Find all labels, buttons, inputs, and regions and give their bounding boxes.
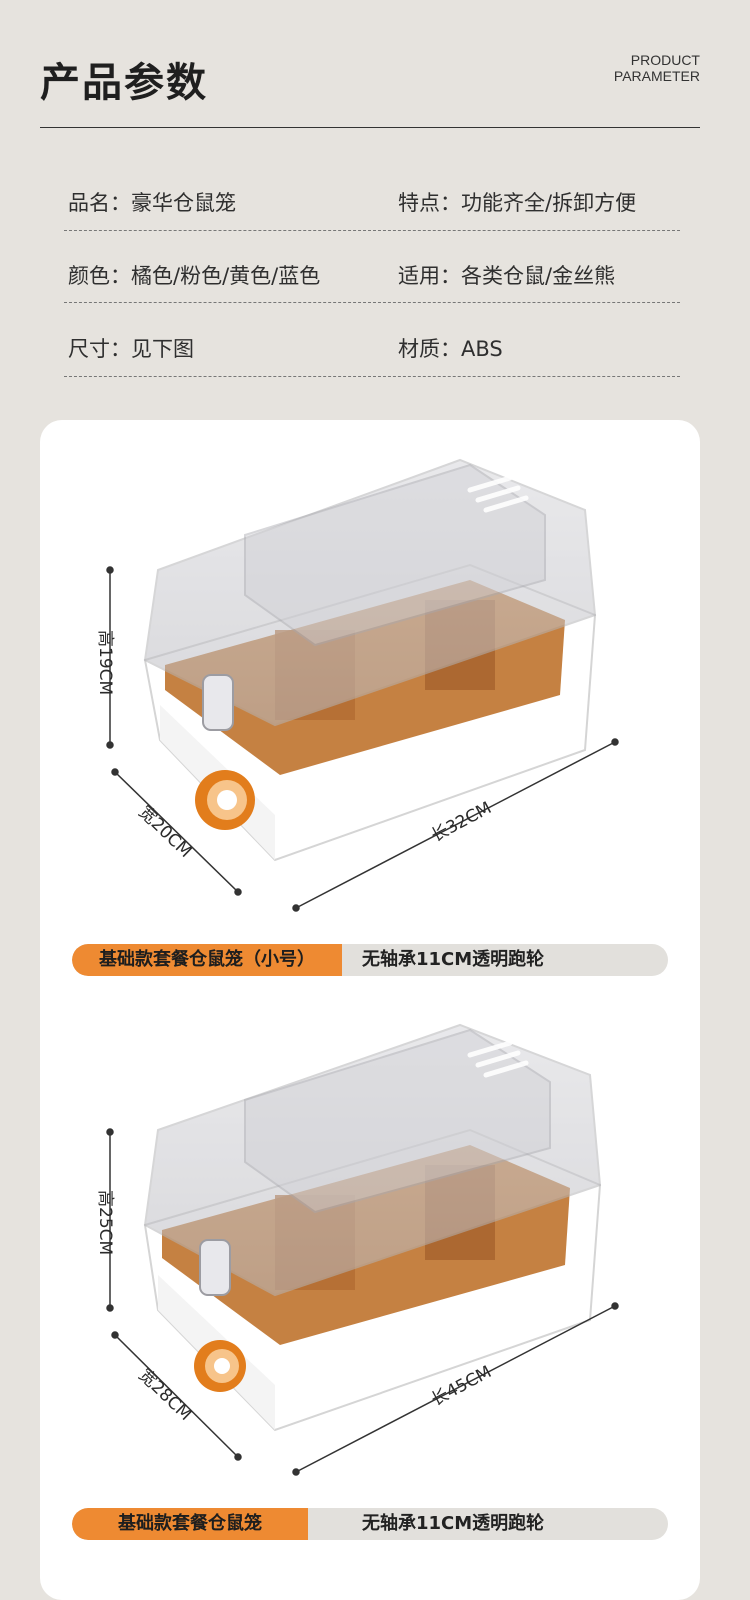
spec-divider: [64, 302, 680, 303]
height-label: 高25CM: [95, 1190, 115, 1255]
height-label: 高19CM: [95, 630, 115, 695]
cage-illustration: 高19CM 宽20CM 长32CM: [95, 458, 619, 912]
spec-value: 各类仓鼠/金丝熊: [461, 264, 616, 288]
length-label: 长32CM: [428, 798, 495, 846]
cage-lid: [143, 458, 597, 727]
spec-label: 颜色：: [68, 264, 131, 288]
water-bottle-icon: [199, 1239, 231, 1296]
spec-item-size: 尺寸：见下图: [68, 333, 194, 363]
spec-value: 豪华仓鼠笼: [131, 191, 236, 215]
header-divider: [40, 127, 700, 128]
spec-divider: [64, 230, 680, 231]
package-desc: 无轴承11CM透明跑轮: [362, 949, 545, 970]
package-tag: 基础款套餐仓鼠笼（小号）: [72, 944, 342, 976]
spec-label: 材质：: [398, 337, 461, 361]
product-standard: 高25CM 宽28CM 长45CM 基础款套餐仓鼠笼 无轴承11CM透明跑轮: [40, 990, 700, 1540]
width-label: 宽20CM: [135, 802, 196, 862]
spec-divider: [64, 376, 680, 377]
spec-label: 特点：: [398, 191, 461, 215]
spec-label: 适用：: [398, 264, 461, 288]
package-desc: 无轴承11CM透明跑轮: [362, 1513, 545, 1534]
product-small: 高19CM 宽20CM 长32CM 基础款套餐仓鼠笼（小号） 无轴承11CM透明…: [40, 420, 700, 976]
spec-value: ABS: [461, 337, 503, 361]
cage-lid: [143, 1023, 602, 1297]
cage-illustration: 高25CM 宽28CM 长45CM: [95, 1023, 619, 1476]
dimension-lines: [106, 566, 619, 912]
spec-label: 品名：: [68, 191, 131, 215]
water-bottle-icon: [202, 674, 234, 731]
title-en-line2: PARAMETER: [613, 68, 700, 84]
spec-label: 尺寸：: [68, 337, 131, 361]
page-title-english: PRODUCT PARAMETER: [614, 52, 700, 84]
spec-item-material: 材质：ABS: [398, 333, 503, 363]
spec-item-suitable: 适用：各类仓鼠/金丝熊: [398, 260, 615, 290]
package-bar: 基础款套餐仓鼠笼（小号） 无轴承11CM透明跑轮: [72, 944, 668, 976]
spec-item-name: 品名：豪华仓鼠笼: [68, 187, 236, 217]
spec-value: 功能齐全/拆卸方便: [461, 191, 637, 215]
spec-value: 橘色/粉色/黄色/蓝色: [131, 264, 321, 288]
spec-item-color: 颜色：橘色/粉色/黄色/蓝色: [68, 260, 320, 290]
width-label: 宽28CM: [135, 1365, 196, 1425]
spec-item-feature: 特点：功能齐全/拆卸方便: [398, 187, 636, 217]
page-title: 产品参数: [40, 60, 208, 106]
spec-value: 见下图: [131, 337, 194, 361]
title-en-line1: PRODUCT: [630, 52, 700, 68]
package-tag: 基础款套餐仓鼠笼: [72, 1508, 308, 1540]
package-bar: 基础款套餐仓鼠笼 无轴承11CM透明跑轮: [72, 1508, 668, 1540]
product-card: 高19CM 宽20CM 长32CM 基础款套餐仓鼠笼（小号） 无轴承11CM透明…: [40, 420, 700, 1600]
dimension-lines: [106, 1128, 619, 1476]
